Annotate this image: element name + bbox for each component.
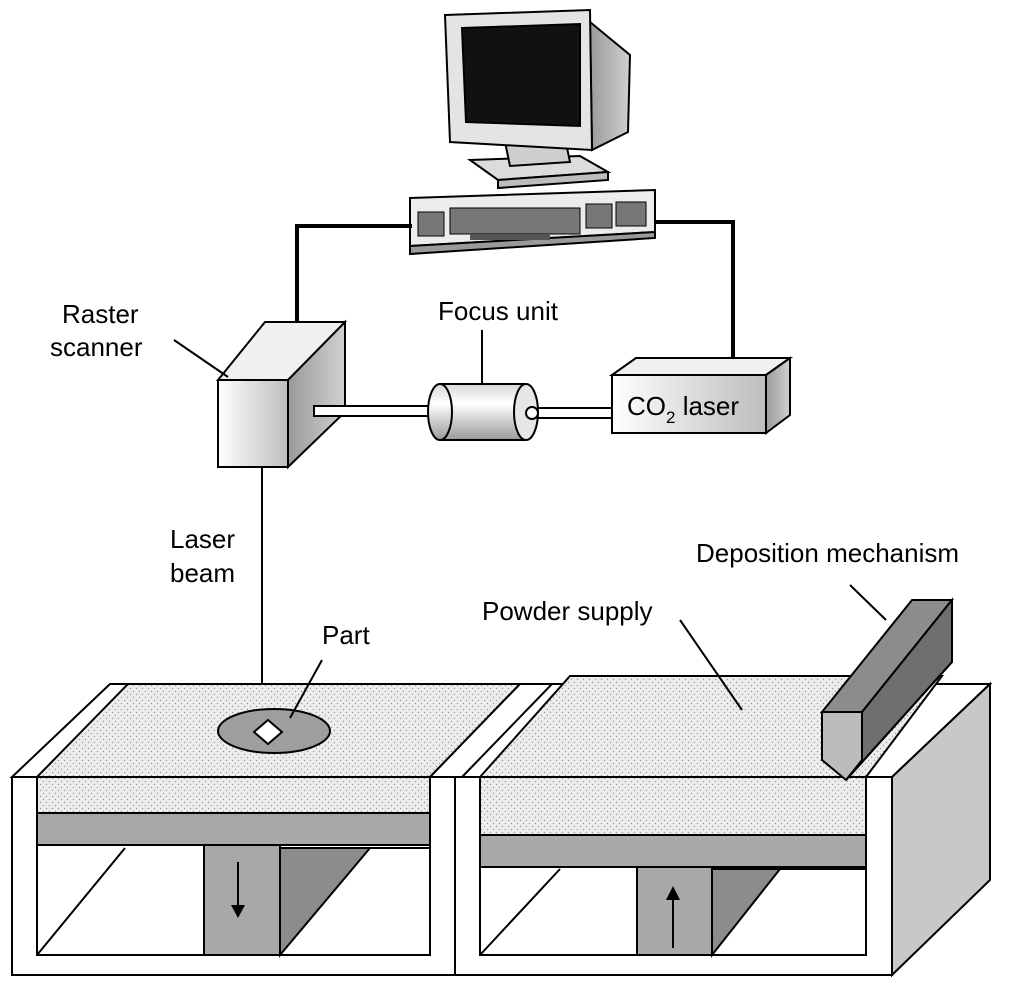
co2-laser-prefix: CO <box>627 391 666 421</box>
build-chamber <box>34 683 523 958</box>
part <box>252 718 284 746</box>
deposition-mechanism-leader <box>849 584 887 621</box>
beam-tube-right <box>535 407 617 419</box>
up-arrow-icon <box>666 886 680 900</box>
build-piston <box>203 844 281 956</box>
co2-laser-suffix: laser <box>675 391 739 421</box>
powder-supply-label: Powder supply <box>482 596 653 626</box>
cable-to-scanner <box>295 224 412 335</box>
raster-scanner <box>215 319 348 470</box>
supply-piston <box>636 866 713 956</box>
part-leader <box>289 659 323 719</box>
raster-scanner-label-line2: scanner <box>50 332 143 362</box>
powder-supply-chamber <box>477 675 945 958</box>
supply-platform <box>479 834 867 868</box>
powder-supply-leader <box>679 619 743 711</box>
part-label: Part <box>322 620 370 650</box>
focus-unit <box>427 383 539 441</box>
deposition-mechanism <box>819 597 955 782</box>
down-arrow-icon <box>231 905 245 918</box>
raster-scanner-leader <box>173 339 229 378</box>
co2-laser-label: CO2 laser <box>627 391 739 427</box>
raster-scanner-label-line1: Raster <box>62 299 139 329</box>
deposition-mechanism-label: Deposition mechanism <box>696 538 959 568</box>
cable-to-laser <box>655 220 735 365</box>
laser-beam-label-line2: beam <box>170 558 235 588</box>
monitor <box>443 8 632 190</box>
computer <box>409 8 656 256</box>
co2-laser-subscript: 2 <box>666 408 675 427</box>
laser-beam-label-line1: Laser <box>170 524 235 554</box>
keyboard <box>409 188 656 256</box>
sls-machine <box>9 675 993 978</box>
monitor-screen <box>460 22 581 128</box>
build-platform <box>36 812 431 846</box>
beam-tube-left <box>313 405 433 417</box>
focus-unit-label: Focus unit <box>438 296 559 326</box>
co2-laser <box>608 356 794 435</box>
